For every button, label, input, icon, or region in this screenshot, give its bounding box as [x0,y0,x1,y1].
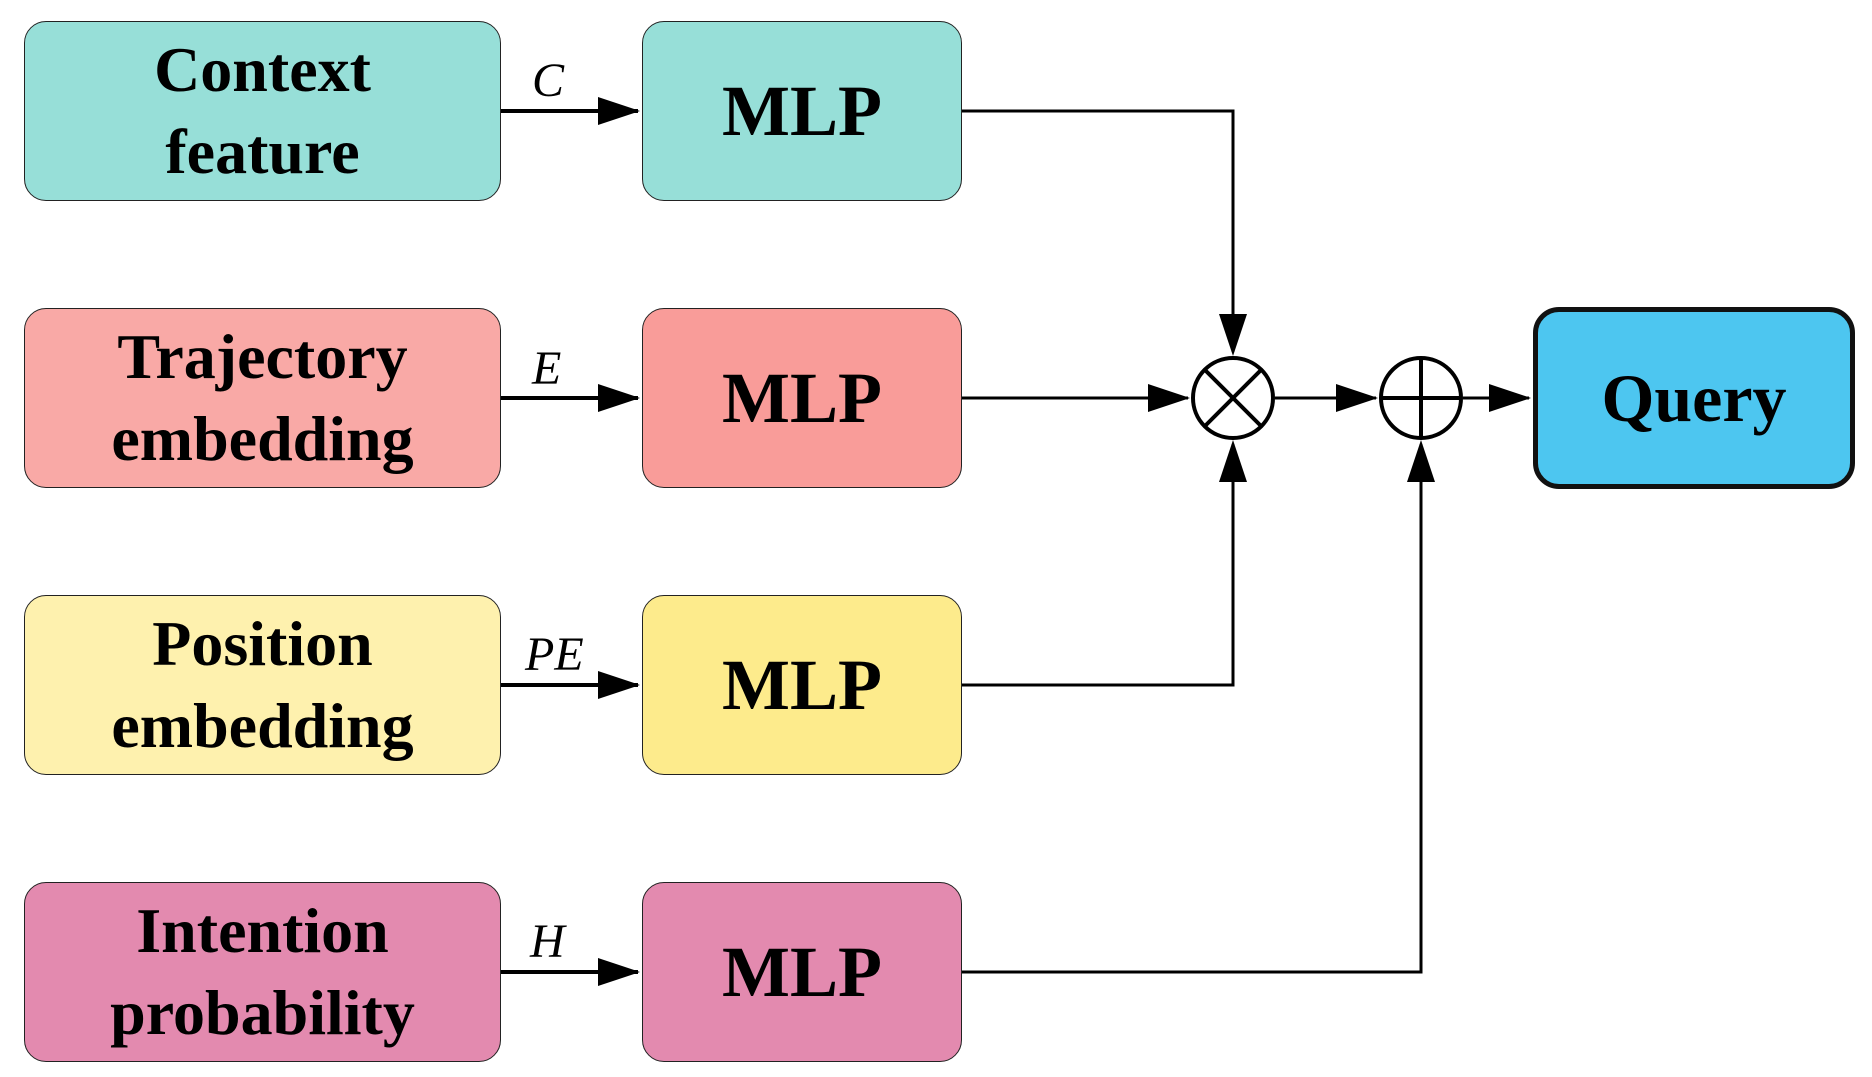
input-box-intention-probability: Intention probability [24,882,501,1062]
mlp-box-position: MLP [642,595,962,775]
query-output-box: Query [1533,307,1855,489]
mlp-label-intention: MLP [722,932,882,1012]
mlp-box-context: MLP [642,21,962,201]
input-box-trajectory-embedding: Trajectory embedding [24,308,501,488]
arrowhead-trajectory [598,384,640,412]
arrowhead-context [598,97,640,125]
input-label-position-embedding: Position embedding [111,608,414,761]
arrowhead-intention [598,958,640,986]
arrowhead-add-query [1489,384,1531,412]
edge-label-pe: PE [525,628,584,681]
arrowhead-mlp3-add [1407,440,1435,482]
mlp-label-context: MLP [722,71,882,151]
input-label-context-feature: Context feature [154,34,371,187]
arrowhead-mlp0-multiply [1219,314,1247,356]
wire-mlp2-to-multiply [962,444,1235,687]
wire-mlp0-to-multiply [962,109,1235,352]
mlp-box-trajectory: MLP [642,308,962,488]
multiply-operator [1191,356,1275,440]
arrowhead-mlp2-multiply [1219,440,1247,482]
edge-label-e: E [532,342,562,395]
query-label: Query [1601,359,1787,436]
edge-label-c: C [532,54,565,107]
wire-mlp3-to-add [962,444,1423,974]
arrowhead-mlp1-multiply [1148,384,1190,412]
input-label-intention-probability: Intention probability [110,895,415,1048]
arrowhead-position [598,671,640,699]
mlp-label-trajectory: MLP [722,358,882,438]
input-box-position-embedding: Position embedding [24,595,501,775]
add-operator [1379,356,1463,440]
mlp-box-intention: MLP [642,882,962,1062]
input-box-context-feature: Context feature [24,21,501,201]
arrowhead-multiply-add [1336,384,1378,412]
input-label-trajectory-embedding: Trajectory embedding [111,321,414,474]
mlp-label-position: MLP [722,645,882,725]
edge-label-h: H [530,915,565,968]
